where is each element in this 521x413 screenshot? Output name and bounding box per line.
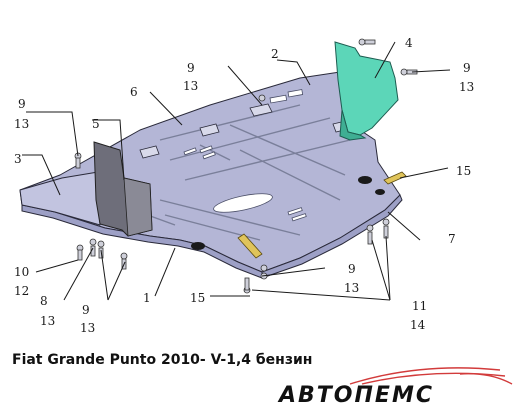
callout-9-bottom: 9 — [82, 303, 90, 317]
center-oval-cutout — [213, 193, 273, 213]
callout-13-left: 13 — [14, 117, 29, 131]
callout-9-top: 9 — [187, 61, 195, 75]
callout-12: 12 — [14, 284, 29, 298]
callout-13-bottom: 13 — [80, 321, 95, 335]
callout-15-right: 15 — [456, 164, 471, 178]
leader-lines — [22, 41, 451, 301]
callout-7: 7 — [448, 232, 456, 246]
callout-14: 14 — [410, 318, 426, 332]
callout-1: 1 — [143, 291, 151, 305]
brand-swoosh — [349, 367, 513, 385]
callout-9-left: 9 — [18, 97, 26, 111]
caption-vehicle-model: Fiat Grande Punto 2010- V-1,4 бензин — [12, 352, 313, 368]
brand-logo-text: АВТОПЕМС — [279, 383, 434, 408]
rubber-bumpers — [191, 176, 385, 250]
callout-8: 8 — [40, 294, 48, 308]
callout-labels: 2 4 9 13 9 13 6 9 13 5 3 15 7 9 13 10 12… — [14, 36, 474, 335]
callout-13-top: 13 — [183, 79, 198, 93]
yellow-pads — [237, 171, 407, 259]
callout-3: 3 — [14, 152, 22, 166]
callout-13-rear: 13 — [459, 80, 474, 94]
side-bracket-face — [123, 177, 153, 237]
callout-9-lower: 9 — [348, 262, 356, 276]
plate-ribs — [119, 104, 351, 241]
left-side-plate — [19, 171, 101, 226]
callout-13-bl: 13 — [40, 314, 55, 328]
plate-right-edge — [261, 194, 403, 279]
callout-6: 6 — [130, 85, 138, 99]
callout-15-bottom: 15 — [190, 291, 205, 305]
vent-slots — [183, 89, 307, 222]
callout-10: 10 — [14, 265, 29, 279]
callout-13-lower: 13 — [344, 281, 359, 295]
callout-9-rear: 9 — [463, 61, 471, 75]
callout-11: 11 — [412, 299, 427, 313]
callout-2: 2 — [271, 47, 279, 61]
callout-4: 4 — [405, 36, 413, 50]
rear-bracket-flange — [339, 109, 367, 141]
callout-5: 5 — [92, 117, 100, 131]
